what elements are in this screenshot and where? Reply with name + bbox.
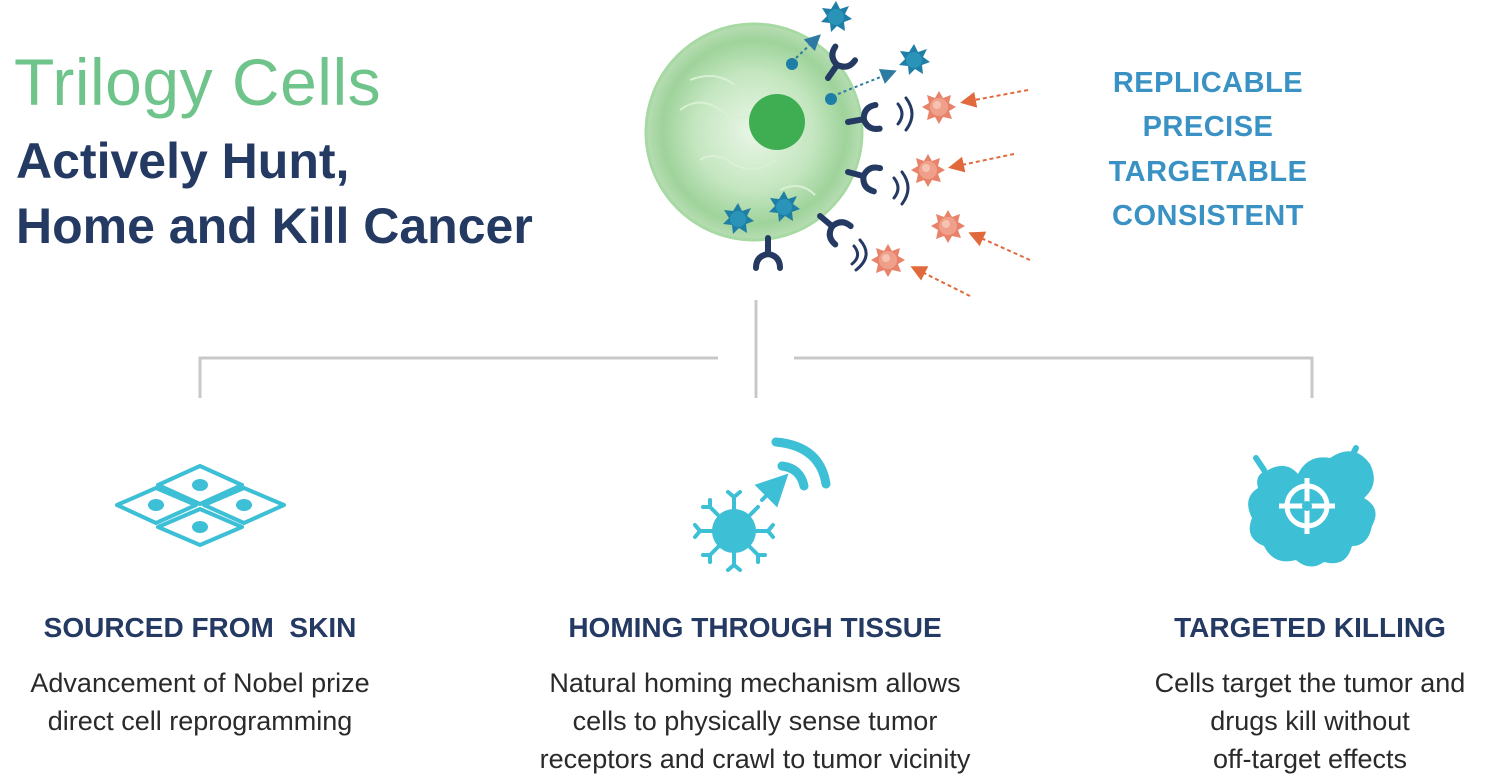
stem-cell-illustration <box>644 22 864 242</box>
feature-desc-skin: Advancement of Nobel prize direct cell r… <box>0 664 400 740</box>
desc-line: Cells target the tumor and <box>1154 668 1466 698</box>
tagline-line-1: Actively Hunt, <box>16 133 350 189</box>
cell-signal-icon <box>693 437 831 572</box>
feature-desc-killing: Cells target the tumor and drugs kill wi… <box>1120 664 1490 778</box>
feature-title-killing: TARGETED KILLING <box>1174 612 1446 643</box>
blue-molecules <box>723 1 930 234</box>
attribute-targetable: TARGETABLE <box>1108 156 1308 188</box>
brand-title: Trilogy Cells <box>14 45 382 119</box>
tree-connectors <box>198 300 1314 398</box>
desc-line: receptors and crawl to tumor vicinity <box>539 744 971 774</box>
desc-line: Advancement of Nobel prize <box>30 668 370 698</box>
signal-arcs <box>850 96 914 272</box>
attribute-replicable: REPLICABLE <box>1112 67 1304 99</box>
feature-title-skin: SOURCED FROM SKIN <box>43 612 357 643</box>
desc-line: cells to physically sense tumor <box>572 706 938 736</box>
desc-line: direct cell reprogramming <box>47 706 353 736</box>
target-tumor-icon <box>1248 445 1376 567</box>
attribute-consistent: CONSISTENT <box>1112 200 1304 232</box>
desc-line: Natural homing mechanism allows <box>549 668 961 698</box>
tagline-line-2: Home and Kill Cancer <box>16 198 533 254</box>
attribute-precise: PRECISE <box>1142 111 1274 143</box>
cell-cluster-icon <box>115 464 286 547</box>
tumor-antigens <box>871 89 1031 297</box>
feature-desc-homing: Natural homing mechanism allows cells to… <box>490 664 1020 778</box>
desc-line: off-target effects <box>1212 744 1408 774</box>
desc-line: drugs kill without <box>1210 706 1410 736</box>
feature-title-homing: HOMING THROUGH TISSUE <box>568 612 942 643</box>
cell-nucleus <box>749 94 805 150</box>
